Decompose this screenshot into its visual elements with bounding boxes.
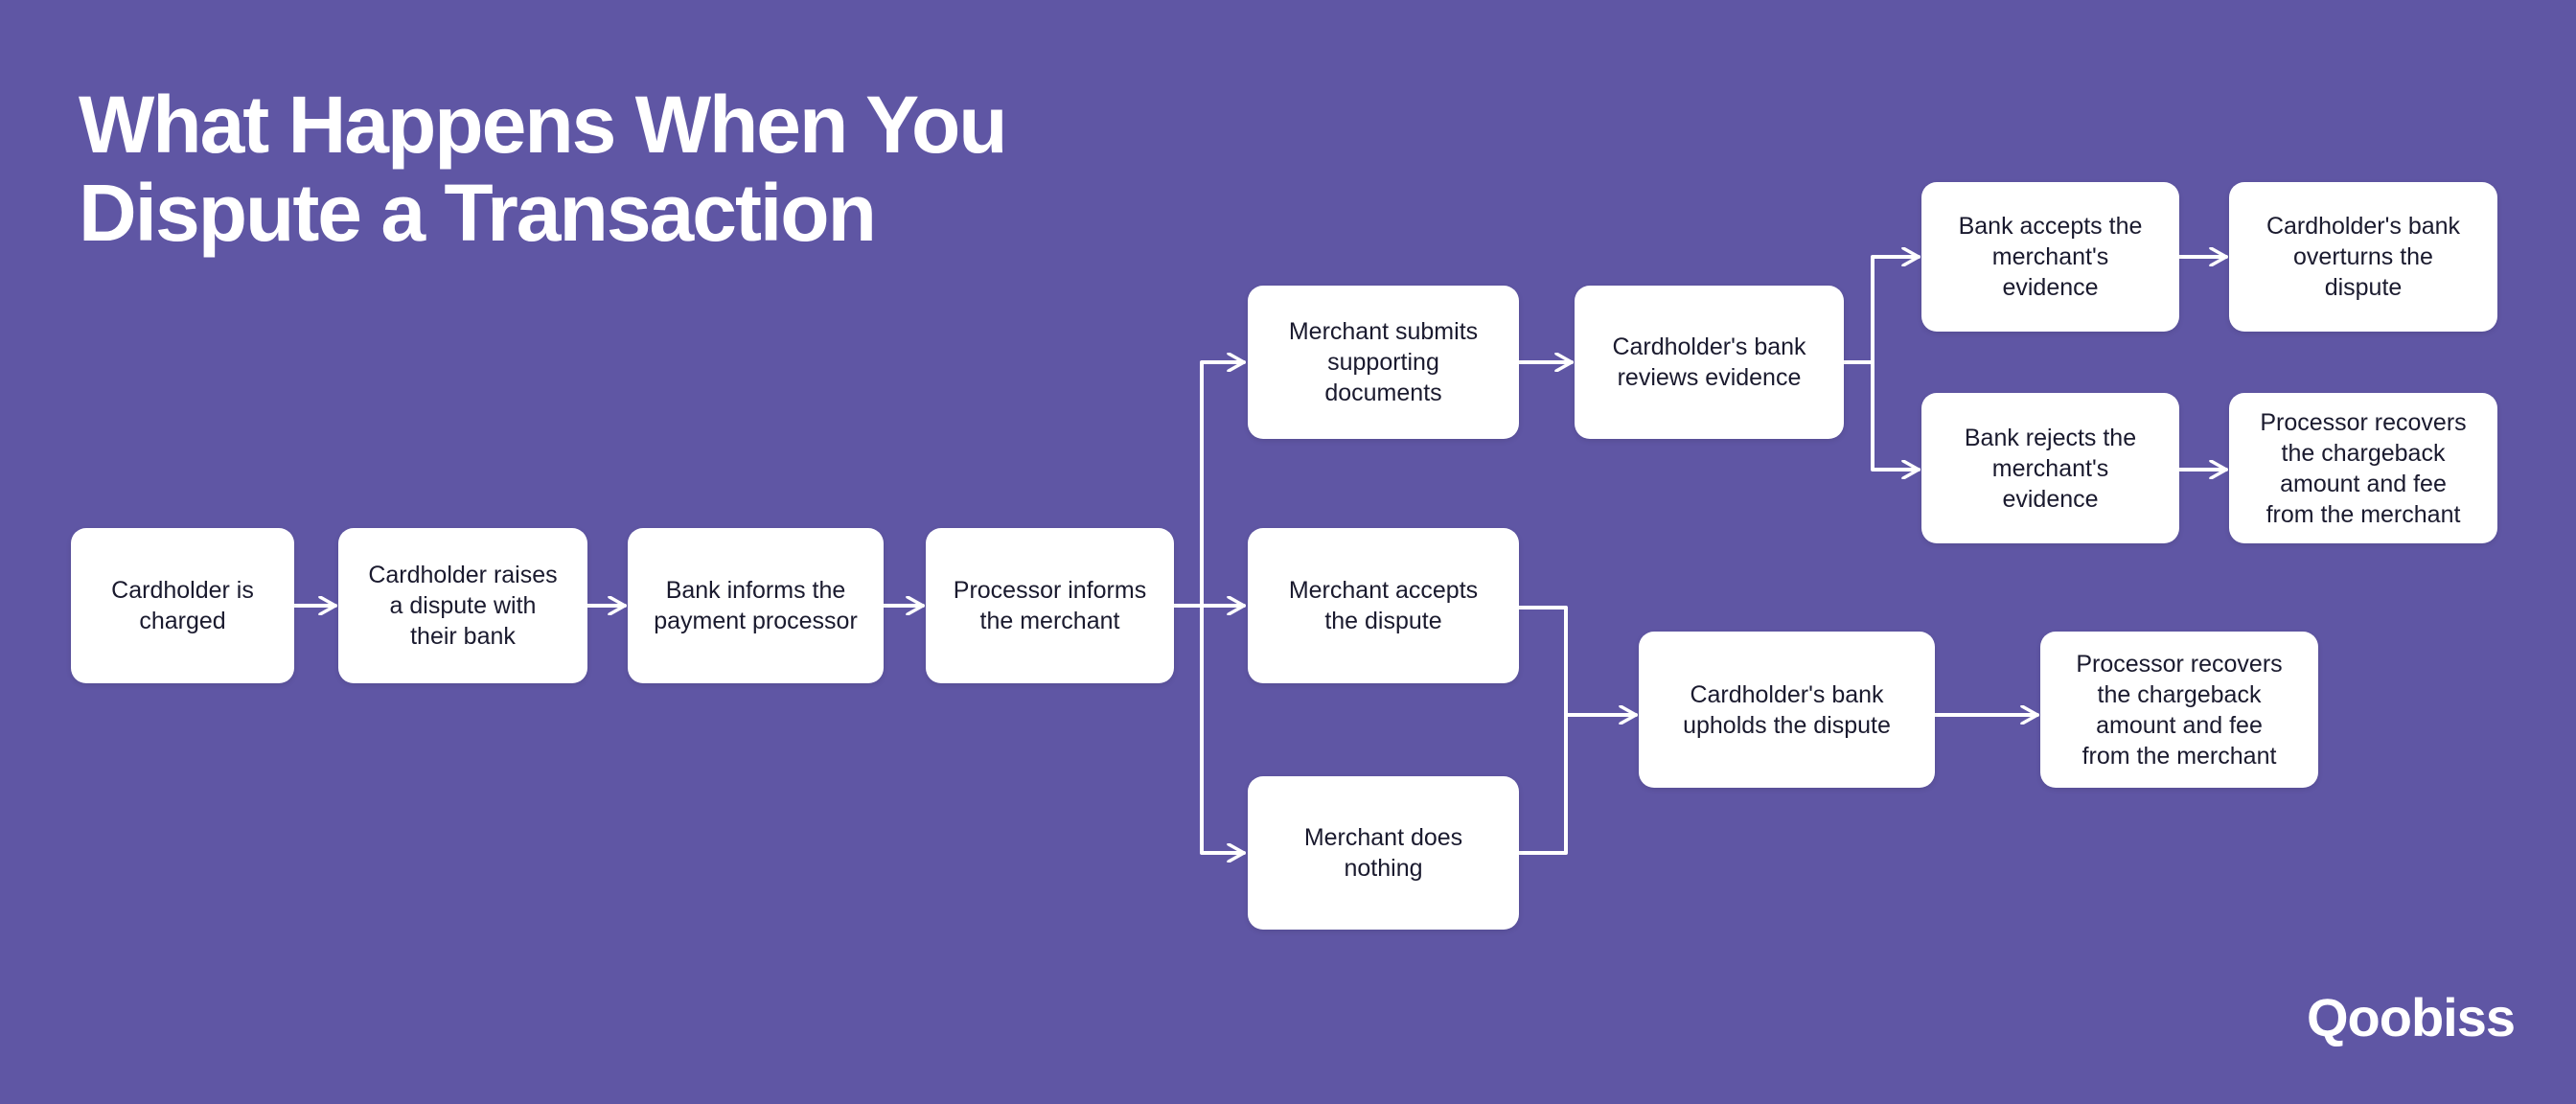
arrow-reviews-to-bank-rejects (1871, 360, 1920, 470)
page-title: What Happens When You Dispute a Transact… (79, 80, 1008, 258)
brand-logo-text: Qoobiss (2306, 987, 2516, 1047)
arrow-branch-to-submits (1200, 362, 1246, 608)
connector-accepts-to-merge (1517, 606, 1568, 717)
title-line-2: Dispute a Transaction (79, 168, 877, 258)
brand-logo: Qoobiss (2306, 986, 2516, 1048)
arrow-branch-to-does-nothing (1200, 604, 1246, 853)
arrow-reviews-to-bank-accepts (1871, 257, 1920, 364)
connector-does-nothing-to-merge (1517, 713, 1568, 855)
title-line-1: What Happens When You (79, 80, 1008, 170)
